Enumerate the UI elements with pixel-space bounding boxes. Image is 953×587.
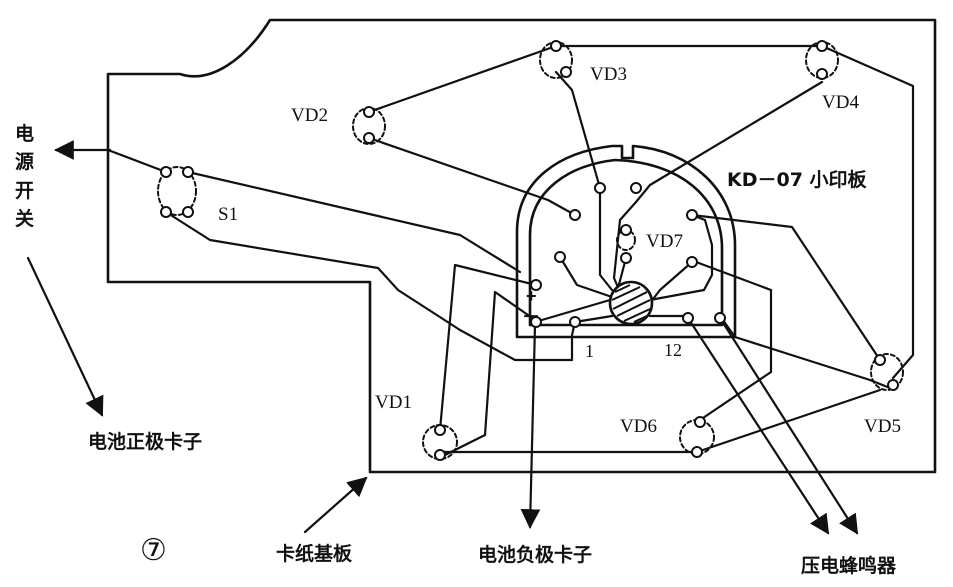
label-vd7: VD7 [646, 231, 683, 252]
cardboard-base-outline [106, 18, 937, 474]
label-cardboard-base: 卡纸基板 [276, 542, 353, 565]
label-pin-1: 1 [585, 341, 594, 361]
svg-text:源: 源 [15, 150, 34, 173]
label-vd3: VD3 [590, 64, 627, 85]
label-pin-12: 12 [664, 340, 682, 360]
label-battery-negative-clip: 电池负极卡子 [478, 543, 592, 566]
svg-text:开: 开 [15, 180, 34, 202]
label-vd4: VD4 [822, 92, 859, 113]
label-vd6: VD6 [620, 416, 657, 437]
svg-text:电: 电 [15, 122, 34, 145]
label-vd1: VD1 [375, 392, 412, 413]
wiring-traces [106, 44, 915, 457]
small-board-outer-outline [515, 144, 737, 339]
svg-text:关: 关 [15, 207, 34, 230]
label-vd5: VD5 [864, 416, 901, 437]
label-power-switch: 电 源 开 关 [15, 122, 34, 230]
label-minus: － [522, 307, 540, 327]
label-vd2: VD2 [291, 105, 328, 126]
callout-arrows [26, 140, 859, 535]
s1-outline [157, 166, 197, 216]
vd5-outline [870, 353, 904, 391]
label-s1: S1 [218, 204, 238, 225]
label-small-board: KD－07 小印板 [727, 168, 868, 191]
ic-chip-blob [608, 280, 654, 326]
label-battery-positive-clip: 电池正极卡子 [88, 430, 202, 453]
label-plus: + [526, 286, 537, 306]
label-piezo-buzzer: 压电蜂鸣器 [801, 554, 897, 577]
figure-number: ⑦ [140, 533, 167, 568]
solder-pads [160, 40, 899, 461]
small-board-inner-outline [528, 158, 724, 327]
